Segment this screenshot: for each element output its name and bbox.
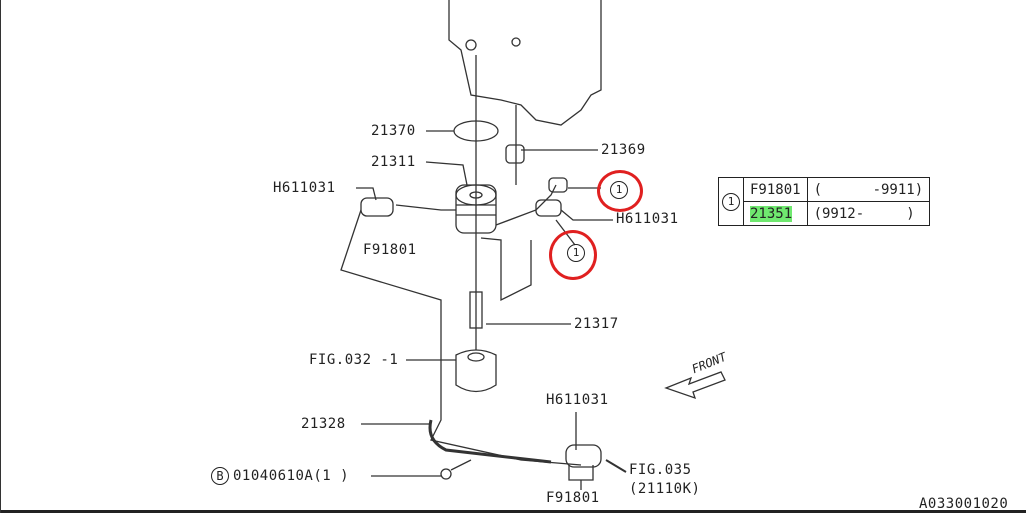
reference-table: 1 F91801 ( -9911) 21351 (9912- ) bbox=[718, 177, 931, 226]
date-range: ( -9911) bbox=[806, 177, 931, 202]
callout-h611031-bottom: H611031 bbox=[546, 392, 609, 408]
date-range: (9912- ) bbox=[806, 201, 931, 226]
table-row: 21351 (9912- ) bbox=[719, 201, 931, 226]
callout-fig035-sub: (21110K) bbox=[629, 481, 701, 497]
callout-f91801-left: F91801 bbox=[363, 242, 417, 258]
callout-h611031-left: H611031 bbox=[273, 180, 336, 196]
part-number: F91801 bbox=[743, 177, 808, 202]
table-row: 1 F91801 ( -9911) bbox=[718, 177, 931, 226]
callout-h611031-right: H611031 bbox=[616, 211, 679, 227]
callout-f91801-bottom: F91801 bbox=[546, 490, 600, 506]
part-number-highlighted: 21351 bbox=[750, 205, 793, 222]
callout-bolt-part: 01040610A(1 ) bbox=[233, 468, 350, 484]
callout-21370: 21370 bbox=[371, 123, 416, 139]
bolt-symbol-b: B bbox=[211, 467, 229, 485]
callout-21311: 21311 bbox=[371, 154, 416, 170]
callout-fig032: FIG.032 -1 bbox=[309, 352, 399, 368]
ref-mark-1: 1 bbox=[722, 192, 740, 211]
callout-21369: 21369 bbox=[601, 142, 646, 158]
diagram-id: A033001020 bbox=[919, 496, 1009, 512]
red-annotation-circle bbox=[597, 170, 643, 212]
callout-21328: 21328 bbox=[301, 416, 346, 432]
red-annotation-circle bbox=[549, 230, 597, 280]
callout-fig035[interactable]: FIG.035 bbox=[629, 462, 692, 478]
callout-21317: 21317 bbox=[574, 316, 619, 332]
